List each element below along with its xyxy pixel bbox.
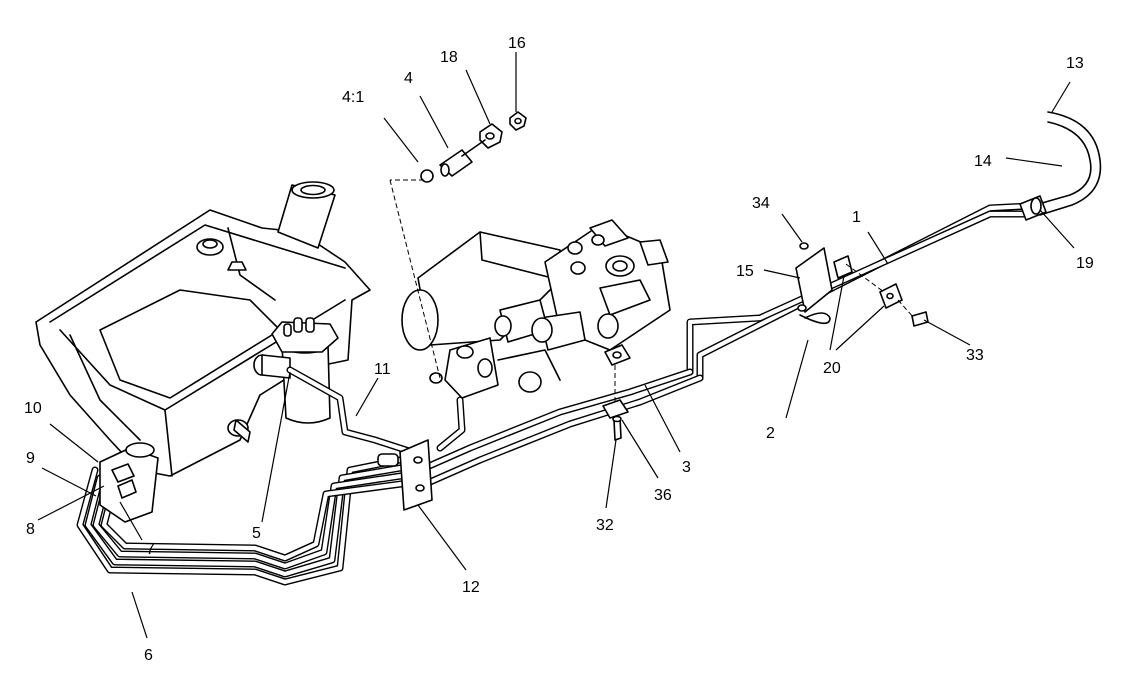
callout-19: 19 [1076,255,1094,272]
callout-1: 1 [852,209,861,226]
hose-assembly [1019,111,1102,221]
hydraulic-filter [253,317,339,424]
clamp-halves [602,344,631,441]
callout-labels: 1 2 3 4:1 4 5 6 7 8 9 10 11 12 13 14 15 … [24,35,1094,664]
control-valve [429,219,671,399]
callout-8: 8 [26,521,35,538]
pump-cylinder [401,231,561,351]
manifold-block [99,442,159,523]
tank-filler-neck [277,181,336,249]
callout-16: 16 [508,35,526,52]
hydraulic-tubes [76,202,1034,586]
tube-bracket [795,242,929,327]
callout-18: 18 [440,49,458,66]
fitting-stack [389,111,527,379]
callout-5: 5 [252,525,261,542]
callout-20: 20 [823,360,841,377]
callout-3: 3 [682,459,691,476]
callout-15: 15 [736,263,754,280]
callout-14: 14 [974,153,992,170]
leader-lines [37,52,1075,639]
callout-13: 13 [1066,55,1084,72]
callout-2: 2 [766,425,775,442]
callout-6: 6 [144,647,153,664]
callout-4: 4 [404,70,413,87]
callout-36: 36 [654,487,672,504]
callout-12: 12 [462,579,480,596]
callout-4-1: 4:1 [342,89,364,106]
callout-7: 7 [146,541,155,558]
callout-9: 9 [26,450,35,467]
tube-clamp-12 [377,439,433,511]
hydraulic-tank [35,209,371,477]
callout-11: 11 [374,361,391,378]
callout-33: 33 [966,347,984,364]
callout-10: 10 [24,400,42,417]
callout-32: 32 [596,517,614,534]
callout-34: 34 [752,195,770,212]
